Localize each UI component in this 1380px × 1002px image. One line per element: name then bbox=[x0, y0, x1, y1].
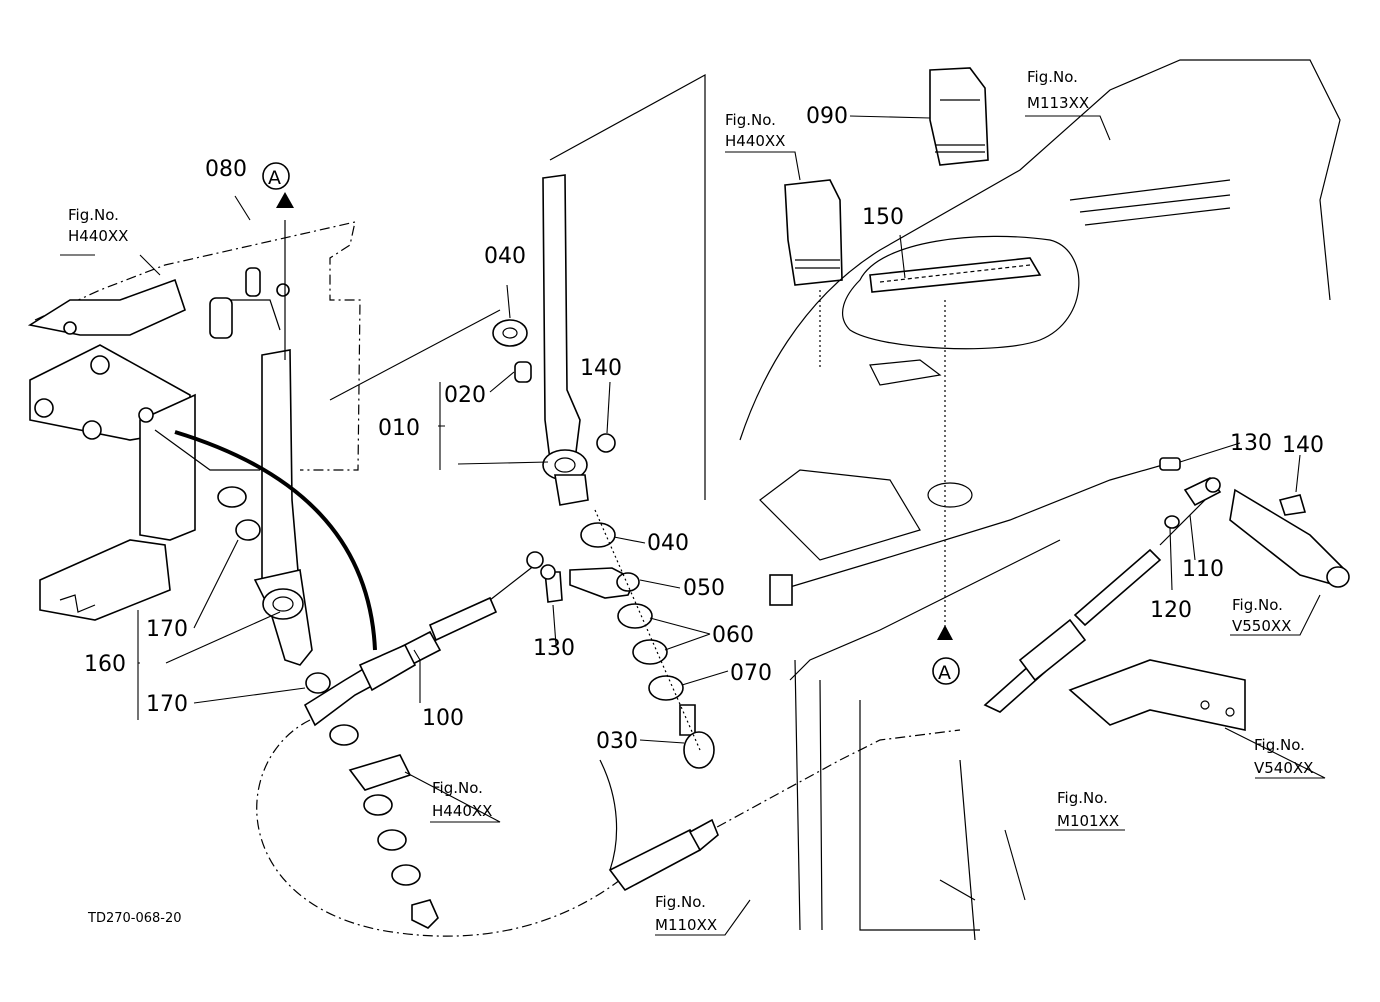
callout-090: 090 bbox=[806, 104, 848, 129]
right-cable-assembly bbox=[983, 457, 1350, 731]
left-bracket-assembly bbox=[27, 221, 361, 621]
callout-040-lower: 040 bbox=[647, 531, 689, 556]
fig-ref-code: H440XX bbox=[725, 132, 785, 150]
callout-140-center: 140 bbox=[580, 356, 622, 381]
section-markers: A A bbox=[262, 162, 960, 685]
callout-100: 100 bbox=[422, 706, 464, 731]
callout-140-right: 140 bbox=[1282, 433, 1324, 458]
fig-ref-label: Fig.No. bbox=[68, 206, 119, 224]
figure-references: Fig.No. H440XX Fig.No. H440XX Fig.No. M1… bbox=[68, 68, 1313, 934]
callout-080: 080 bbox=[205, 157, 247, 182]
callout-160: 160 bbox=[84, 652, 126, 677]
left-lever-assembly bbox=[174, 192, 961, 937]
leader-lines bbox=[60, 115, 1326, 936]
callout-040-upper: 040 bbox=[484, 244, 526, 269]
callout-020: 020 bbox=[444, 383, 486, 408]
fig-ref-label: Fig.No. bbox=[432, 779, 483, 797]
fig-ref-label: Fig.No. bbox=[1057, 789, 1108, 807]
callout-170-upper: 170 bbox=[146, 617, 188, 642]
fig-ref-code: V550XX bbox=[1232, 617, 1291, 635]
callout-170-lower: 170 bbox=[146, 692, 188, 717]
fig-ref-label: Fig.No. bbox=[725, 111, 776, 129]
fig-ref-label: Fig.No. bbox=[1027, 68, 1078, 86]
marker-a-bottom bbox=[932, 657, 960, 685]
callout-060: 060 bbox=[712, 623, 754, 648]
marker-a-top bbox=[262, 162, 290, 190]
callout-130-center: 130 bbox=[533, 636, 575, 661]
right-console bbox=[739, 59, 1341, 941]
fig-ref-code: M113XX bbox=[1027, 94, 1089, 112]
callout-120: 120 bbox=[1150, 598, 1192, 623]
fig-ref-label: Fig.No. bbox=[655, 893, 706, 911]
fig-ref-label: Fig.No. bbox=[1254, 736, 1305, 754]
marker-a-top-label: A bbox=[268, 167, 281, 189]
drawing-code: TD270-068-20 bbox=[87, 911, 182, 926]
callout-150: 150 bbox=[862, 205, 904, 230]
callout-110: 110 bbox=[1182, 557, 1224, 582]
callout-050: 050 bbox=[683, 576, 725, 601]
callout-070: 070 bbox=[730, 661, 772, 686]
callout-130-right: 130 bbox=[1230, 431, 1272, 456]
callout-labels: 080 040 020 010 140 040 050 060 070 030 … bbox=[84, 104, 1324, 754]
marker-a-bottom-label: A bbox=[938, 662, 951, 684]
fig-ref-code: H440XX bbox=[68, 227, 128, 245]
callout-030: 030 bbox=[596, 729, 638, 754]
callout-010: 010 bbox=[378, 416, 420, 441]
fig-ref-code: M101XX bbox=[1057, 812, 1119, 830]
fig-ref-code: V540XX bbox=[1254, 759, 1313, 777]
fig-ref-code: H440XX bbox=[432, 802, 492, 820]
center-lever-assembly bbox=[329, 73, 719, 892]
fig-ref-label: Fig.No. bbox=[1232, 596, 1283, 614]
fig-ref-code: M110XX bbox=[655, 916, 717, 934]
